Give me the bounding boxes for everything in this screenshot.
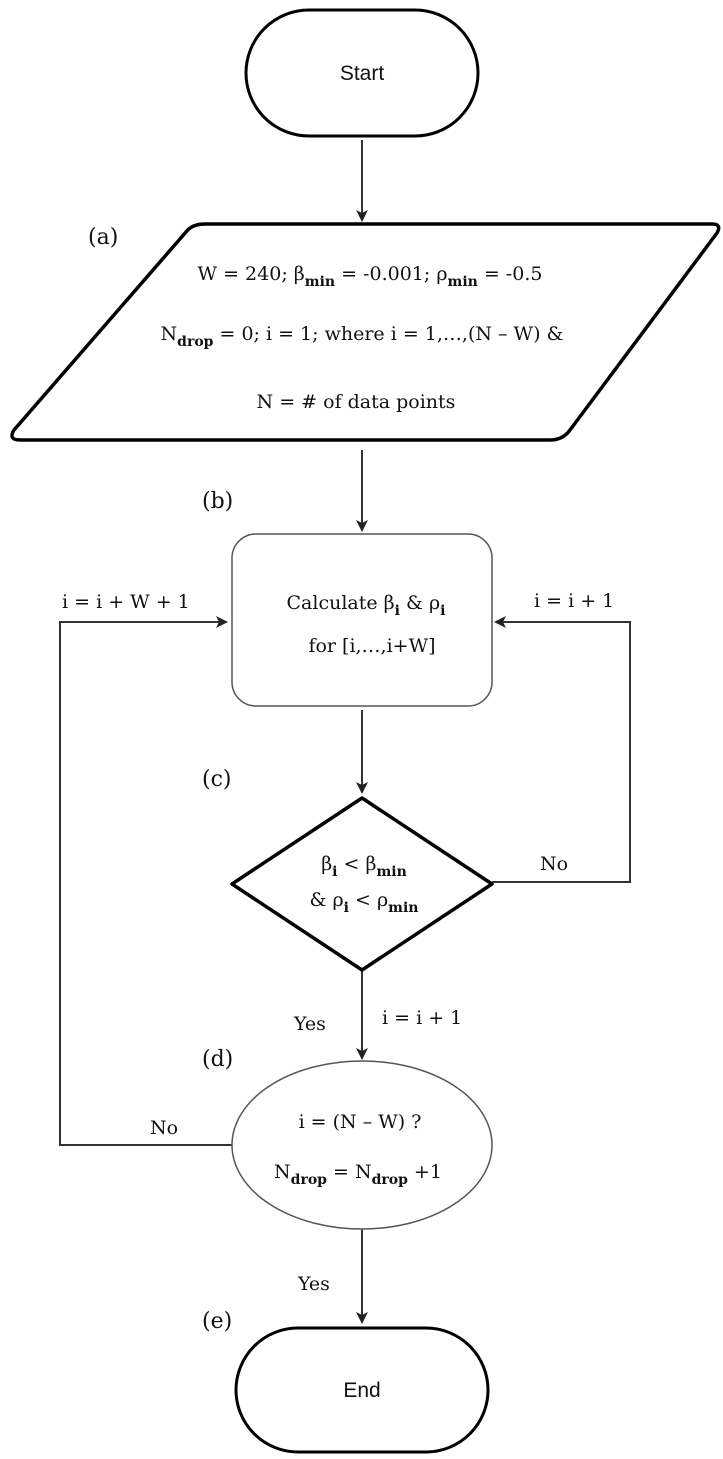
edge-label-loop-left: i = i + W + 1: [62, 591, 190, 613]
input-line-1: W = 240; βmin = -0.001; ρmin = -0.5: [198, 263, 543, 290]
edge-label-decision-yes: Yes: [293, 1013, 326, 1035]
input-parallelogram-shape: [10, 222, 721, 442]
check-line-2: Ndrop = Ndrop +1: [274, 1161, 442, 1188]
edge-label-decision-no: No: [540, 853, 568, 875]
decision-line-2: & ρi < ρmin: [310, 889, 419, 916]
calc-line-2: for [i,…,i+W]: [308, 635, 435, 657]
step-label-d: (d): [202, 1047, 233, 1072]
end-label: End: [343, 1379, 380, 1402]
decision-line-1: βi < βmin: [321, 853, 407, 880]
decision-node: βi < βmin & ρi < ρmin: [230, 796, 494, 972]
check-line-1: i = (N – W) ?: [299, 1111, 422, 1133]
step-label-b: (b): [202, 489, 233, 514]
check-node: i = (N – W) ? Ndrop = Ndrop +1: [231, 1060, 493, 1230]
start-node: Start: [244, 8, 480, 138]
end-terminal-shape: [234, 1326, 490, 1454]
input-node: W = 240; βmin = -0.001; ρmin = -0.5 Ndro…: [10, 222, 721, 442]
edge-label-check-yes: Yes: [297, 1273, 330, 1295]
input-line-2: Ndrop = 0; i = 1; where i = 1,…,(N – W) …: [161, 323, 564, 350]
edge-label-yes-increment: i = i + 1: [382, 1007, 462, 1029]
calc-line-1: Calculate βi & ρi: [287, 592, 446, 619]
calc-process-shape: [231, 533, 493, 707]
input-line-3: N = # of data points: [257, 391, 456, 413]
end-node: End: [234, 1326, 490, 1454]
edge-label-check-no: No: [150, 1117, 178, 1139]
decision-diamond-shape: [230, 796, 494, 972]
edge-label-loop-right: i = i + 1: [534, 590, 614, 612]
step-label-a: (a): [88, 225, 118, 250]
calc-node: Calculate βi & ρi for [i,…,i+W]: [231, 533, 493, 707]
start-label: Start: [340, 62, 385, 85]
connectors: [59, 140, 631, 1324]
step-label-e: (e): [202, 1309, 232, 1334]
edge-decision-no-loop: [492, 616, 631, 883]
step-label-c: (c): [202, 767, 232, 792]
check-ellipse-shape: [231, 1060, 493, 1230]
edge-check-no-loop: [59, 616, 234, 1146]
start-terminal-shape: [244, 8, 480, 138]
